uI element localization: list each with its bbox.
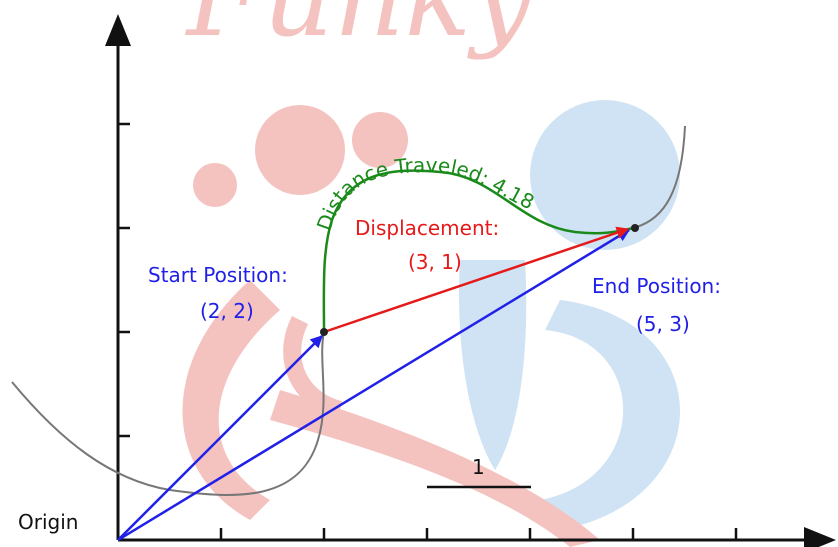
- end-position-coords: (5, 3): [636, 312, 690, 336]
- start-position-coords: (2, 2): [200, 299, 254, 323]
- watermark: Funky: [182, 0, 680, 547]
- x-axis-arrowhead-icon: [804, 527, 836, 547]
- watermark-blue-circle: [530, 100, 680, 250]
- start-point-marker-icon: [320, 328, 328, 336]
- start-position-vector: [117, 335, 323, 541]
- distance-traveled-path: [322, 169, 634, 333]
- tick-marks: [118, 122, 738, 540]
- y-axis-arrowhead-icon: [105, 14, 131, 46]
- watermark-red-arc-left: [182, 280, 280, 520]
- axes: [116, 44, 812, 542]
- curve-before-start: [11, 331, 325, 496]
- end-position-title: End Position:: [592, 274, 721, 298]
- curve-after-end: [632, 125, 686, 229]
- displacement-title: Displacement:: [355, 216, 500, 240]
- end-position-vector: [117, 228, 631, 542]
- end-point-marker-icon: [631, 224, 639, 232]
- origin-label: Origin: [18, 510, 79, 534]
- displacement-value: (3, 1): [408, 250, 462, 274]
- watermark-red-arc-bottom: [270, 390, 600, 547]
- watermark-red-swirl: [283, 315, 343, 419]
- displacement-vector: [323, 226, 630, 334]
- watermark-blue-arc: [540, 300, 680, 530]
- watermark-blob-2: [193, 163, 237, 207]
- scale-label: 1: [472, 455, 485, 479]
- watermark-blob-1: [255, 105, 345, 195]
- watermark-logo-text: Funky: [185, 0, 536, 61]
- start-position-title: Start Position:: [148, 263, 288, 287]
- watermark-blob-3: [352, 112, 408, 168]
- watermark-blue-drop: [459, 260, 527, 470]
